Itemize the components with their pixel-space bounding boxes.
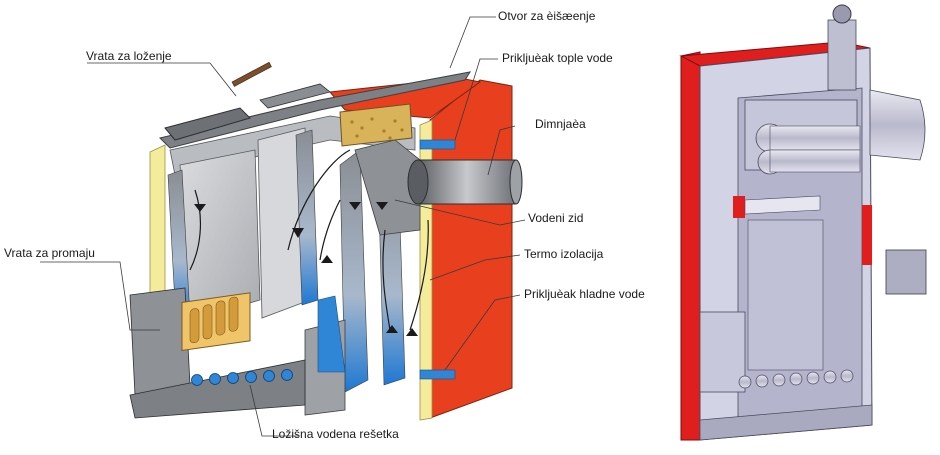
render-cylinder [869,89,926,161]
chimney-end [509,159,523,205]
render-red-accent-2 [862,205,872,265]
insulation-layer-left [149,144,166,306]
render-lower-door [699,311,746,393]
render-red-accent-1 [733,196,745,218]
render-grate-tubes [738,369,854,389]
cold-water-pipe [419,369,456,380]
label-cleaning-opening: Otvor za èišæenje [498,9,596,23]
hot-water-pipe [419,139,456,150]
label-cold-water-connection: Prikljuèak hladne vode [524,287,645,301]
render-red-left [680,51,701,441]
render-shelf [744,195,821,215]
label-draft-door: Vrata za promaju [4,246,95,260]
label-water-wall: Vodeni zid [528,211,584,225]
draft-door-slots [189,296,239,344]
label-loading-door: Vrata za loženje [86,49,172,63]
flow-arrows [189,149,429,331]
label-thermal-insulation: Termo izolacija [524,247,604,261]
render-valve [832,4,852,24]
top-lid [159,71,472,149]
render-inner-plate [747,219,824,371]
label-chimney: Dimnjaèa [535,117,586,131]
render-side-bracket [885,249,927,295]
wood-chips-texture [350,117,404,140]
chimney-pipe [417,159,517,205]
draft-door-frame [129,287,191,396]
grate-plate [129,359,306,419]
render-chimney [827,19,857,91]
loading-door [164,107,251,141]
flow-arrowheads [194,202,418,336]
label-water-grate: Ložišna vodena rešetka [272,427,399,441]
render-flue-tubes [755,123,861,175]
boiler-cutaway [40,16,526,437]
boiler-render [679,4,927,441]
leader-lines [40,16,526,437]
top-hatch [259,83,331,109]
label-hot-water-connection: Prikljuèak tople vode [502,51,613,65]
chimney-opening [407,159,429,205]
cleaning-opening-block [339,103,413,147]
loading-door-handle [231,61,272,87]
right-water-wall [339,149,369,393]
base-block-blue [317,295,346,373]
render-base [699,404,873,441]
water-grate-tubes [191,369,293,386]
